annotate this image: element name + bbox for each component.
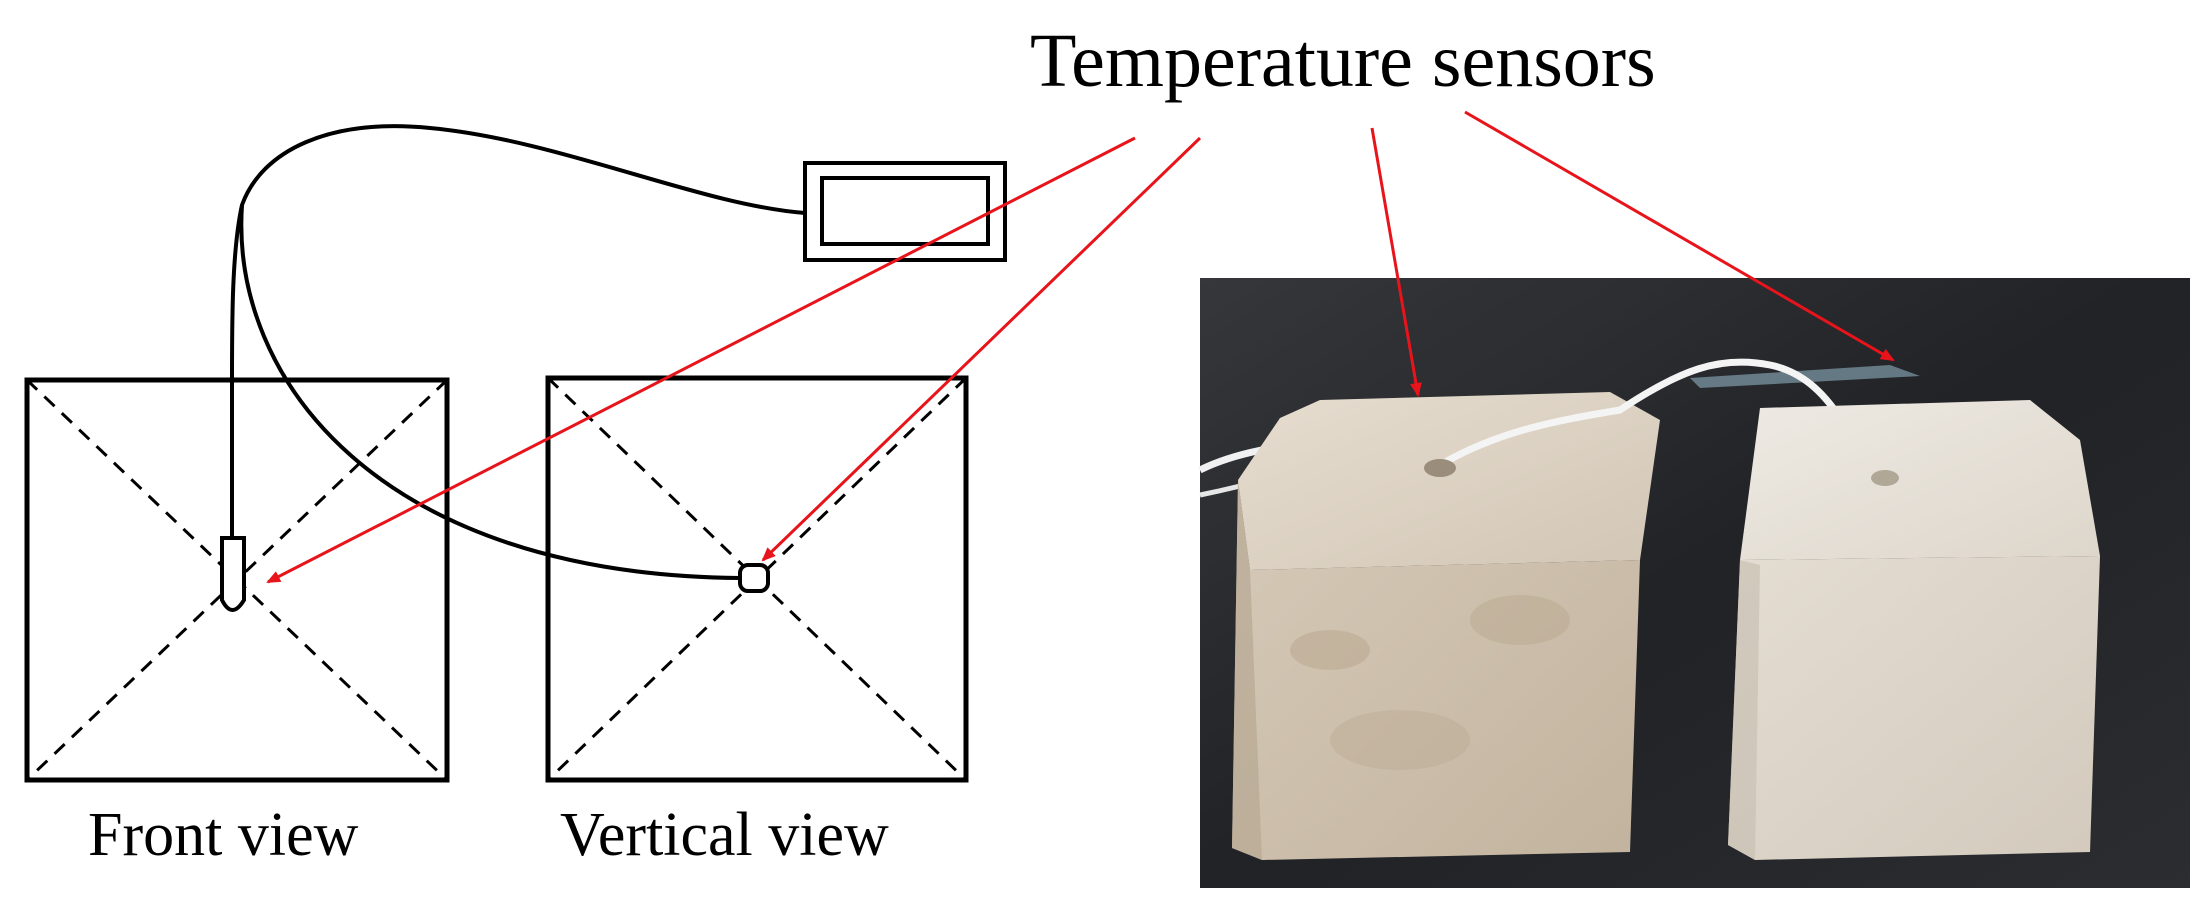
title: Temperature sensors (1030, 19, 1656, 103)
front-sensor (220, 536, 246, 612)
sensor-cables (230, 124, 806, 580)
front-view-label: Front view (88, 801, 359, 869)
sample-photo (1198, 278, 2190, 888)
vertical-view-label: Vertical view (560, 801, 889, 869)
data-logger (803, 161, 1007, 262)
sensor-arrows (266, 110, 1895, 584)
vertical-sensor (738, 563, 770, 593)
